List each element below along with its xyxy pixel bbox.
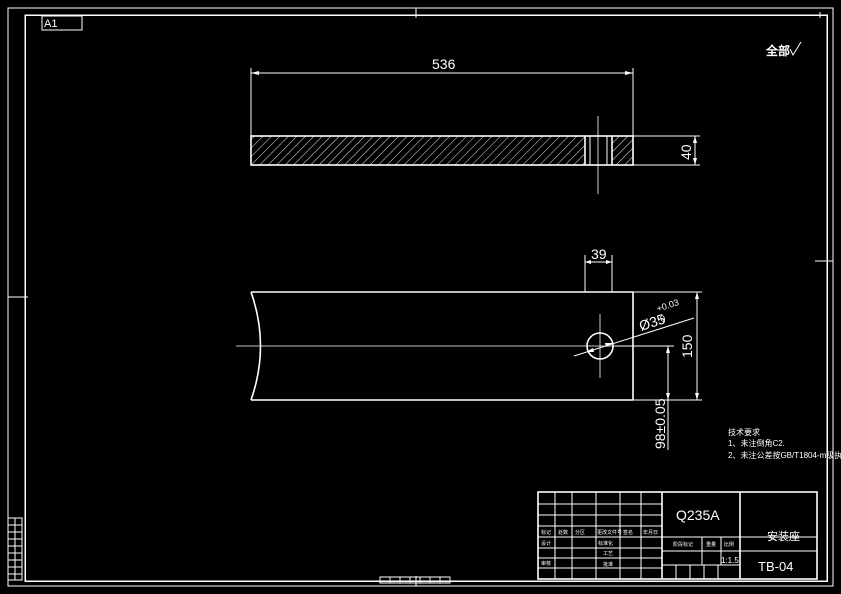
dimension-center-offset-text: 98±0.05: [652, 398, 668, 449]
title-block-label-signature: 签名: [623, 529, 633, 536]
dimension-hole-tolerance-upper: +0.03: [655, 297, 680, 314]
title-block-label-review: 审核: [541, 560, 551, 567]
dimension-width-text: 150: [679, 334, 695, 358]
title-block-label-design: 设计: [541, 540, 551, 547]
drawing-frame: [24, 14, 828, 582]
title-block-label-mark: 标记: [541, 529, 551, 536]
left-scale-marks: [7, 517, 23, 581]
title-block-label-date: 年月日: [643, 529, 658, 536]
title-block-label-scale: 比例: [724, 541, 734, 548]
section-body-right-hatch: [612, 136, 633, 165]
title-block-label-standard: 标准化: [598, 540, 613, 547]
surface-finish-symbol: [789, 41, 802, 57]
surface-finish-note: 全部: [765, 43, 790, 58]
title-block-label-process: 工艺: [603, 551, 613, 557]
format-label-box: [41, 15, 83, 31]
scale-text: 1:1.5: [721, 556, 739, 565]
bottom-scale-bar: [379, 576, 451, 584]
dimension-thickness-text: 40: [678, 144, 694, 160]
technical-requirement-1: 1、未注倒角C2.: [728, 438, 785, 448]
section-view: [250, 116, 634, 194]
technical-requirement-2: 2、未注公差按GB/T1804-m级执行.: [728, 450, 841, 460]
drawing-number-text: TB-04: [758, 559, 793, 574]
dimension-thickness: [633, 135, 700, 166]
format-label: A1: [44, 18, 57, 30]
title-block-label-approve: 批准: [603, 561, 613, 568]
title-block-label-zone: 分区: [575, 529, 585, 536]
section-outline: [250, 135, 634, 166]
dimension-hole-tolerance-lower: 0: [659, 313, 667, 324]
section-body-left-hatch: [251, 136, 585, 165]
dimension-hole-diameter-text: Ø35: [637, 310, 667, 333]
dimension-length-overall-text: 536: [432, 56, 456, 72]
part-name-text: 安装座: [767, 529, 800, 543]
dimension-hole-offset: [584, 255, 613, 292]
front-view: [236, 291, 650, 401]
dimension-hole-offset-text: 39: [591, 246, 607, 262]
title-block-label-weight: 重量: [706, 541, 716, 548]
material-text: Q235A: [676, 507, 720, 523]
title-block-label-stage: 阶段标记: [673, 541, 693, 548]
title-block: [537, 491, 818, 580]
title-block-label-change-doc: 更改文件号: [597, 529, 622, 536]
sheet-outer-border: [7, 7, 834, 587]
technical-requirements-title: 技术要求: [728, 427, 760, 437]
dimension-hole-diameter-label: Ø35 +0.03 0: [637, 297, 680, 334]
title-block-label-count: 处数: [558, 529, 568, 536]
dimension-length-overall: [250, 68, 634, 136]
dimension-hole-diameter: [573, 317, 695, 357]
dimension-width: [633, 291, 702, 401]
dimension-center-offset: [615, 345, 674, 450]
